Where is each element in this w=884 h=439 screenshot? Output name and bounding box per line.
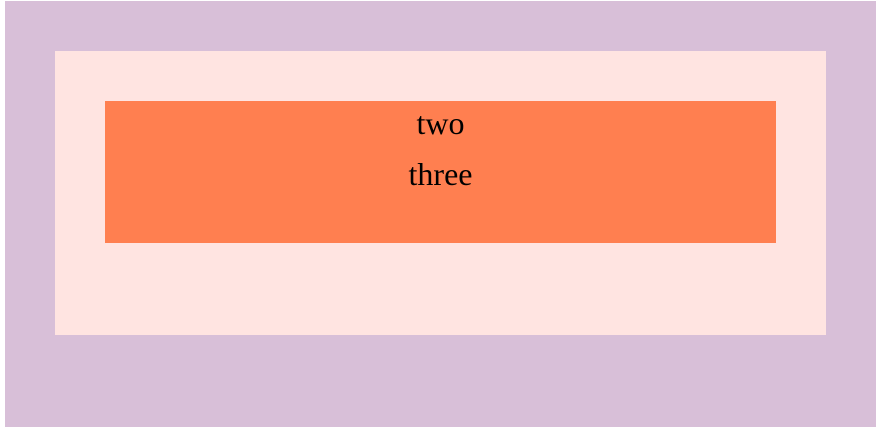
- box-one: one two three: [5, 1, 876, 427]
- box-two-label: two: [416, 105, 465, 141]
- box-two: two three: [55, 51, 826, 335]
- box-three: three: [105, 101, 776, 243]
- box-three-label: three: [408, 156, 473, 192]
